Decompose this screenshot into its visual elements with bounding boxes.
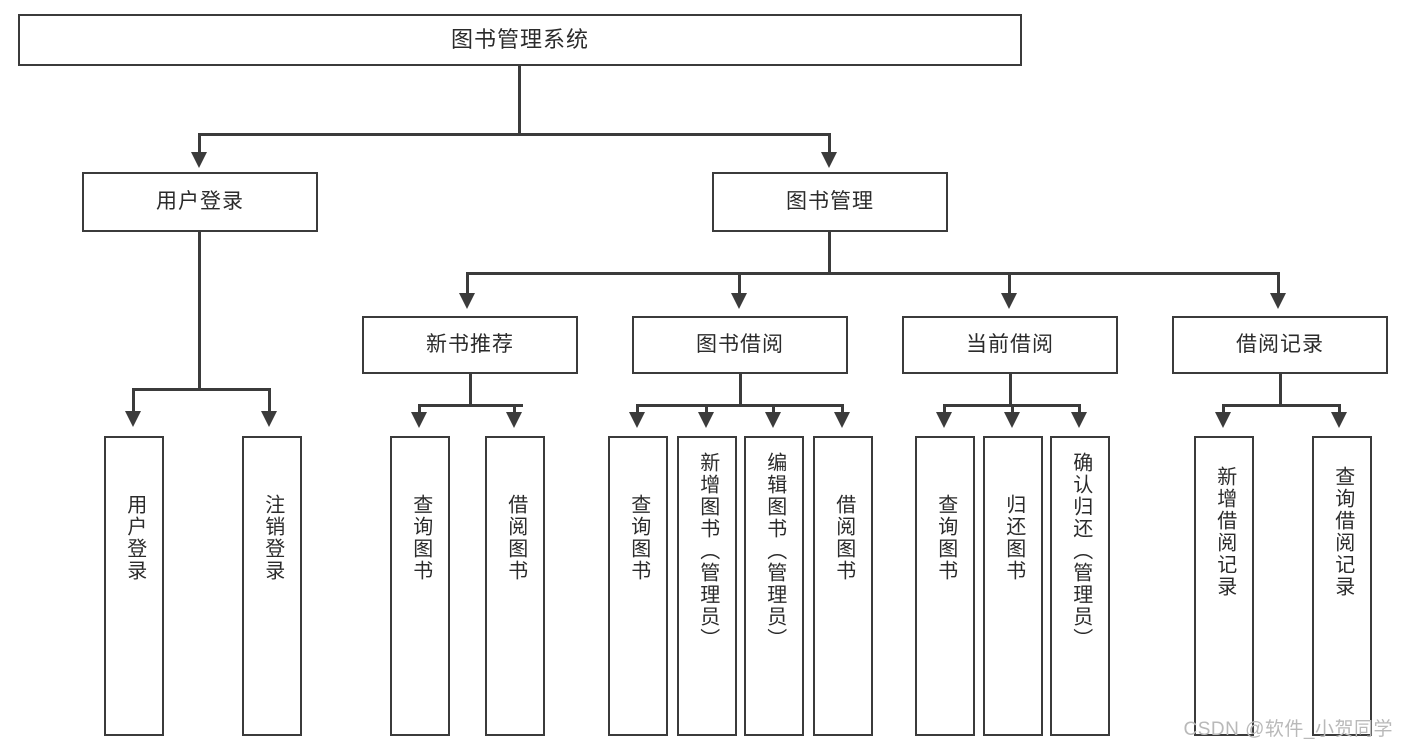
node-borrow-record[interactable]: 借阅记录 bbox=[1172, 316, 1388, 374]
arrow-head-icon bbox=[125, 411, 141, 427]
edge-to-leaf-query-record bbox=[1338, 404, 1341, 414]
node-label: 注销登录 bbox=[261, 494, 284, 582]
edge-borrow-record-stem bbox=[1279, 374, 1282, 406]
edge-to-leaf-confirm-return bbox=[1078, 404, 1081, 414]
edge-borrow-record-bar bbox=[1222, 404, 1341, 407]
node-label: 图书管理系统 bbox=[450, 27, 589, 53]
leaf-borrow-book-1[interactable]: 借阅图书 bbox=[485, 436, 545, 736]
edge-to-leaf-query-book-2 bbox=[636, 404, 639, 414]
node-label: 图书借阅 bbox=[696, 332, 784, 356]
edge-root-bar bbox=[198, 133, 831, 136]
arrow-head-icon bbox=[1215, 412, 1231, 428]
edge-book-borrow-stem bbox=[739, 374, 742, 406]
node-label: 查询图书 bbox=[934, 494, 957, 582]
arrow-head-icon bbox=[261, 411, 277, 427]
leaf-user-login[interactable]: 用户登录 bbox=[104, 436, 164, 736]
arrow-head-icon bbox=[765, 412, 781, 428]
edge-to-leaf-edit-book bbox=[772, 404, 775, 414]
edge-book-manage-stem bbox=[828, 232, 831, 274]
edge-to-leaf-borrow-book-1 bbox=[513, 404, 516, 414]
edge-to-borrow-record bbox=[1277, 272, 1280, 294]
node-label: 用户登录 bbox=[123, 494, 146, 582]
leaf-query-book-2[interactable]: 查询图书 bbox=[608, 436, 668, 736]
arrow-head-icon bbox=[698, 412, 714, 428]
node-label: 借阅记录 bbox=[1236, 332, 1324, 356]
node-label: 查询借阅记录 bbox=[1331, 466, 1354, 598]
node-label: 当前借阅 bbox=[966, 332, 1054, 356]
edge-new-book-rec-bar bbox=[418, 404, 523, 407]
node-label: 新增借阅记录 bbox=[1213, 466, 1236, 598]
node-user-login[interactable]: 用户登录 bbox=[82, 172, 318, 232]
node-current-borrow[interactable]: 当前借阅 bbox=[902, 316, 1118, 374]
node-label: 新增图书（管理员） bbox=[696, 452, 719, 650]
edge-root-to-book-manage bbox=[828, 133, 831, 153]
edge-to-leaf-borrow-book-2 bbox=[841, 404, 844, 414]
node-label: 图书管理 bbox=[786, 189, 874, 213]
leaf-query-book-3[interactable]: 查询图书 bbox=[915, 436, 975, 736]
leaf-borrow-book-2[interactable]: 借阅图书 bbox=[813, 436, 873, 736]
node-label: 查询图书 bbox=[409, 494, 432, 582]
arrow-head-icon bbox=[411, 412, 427, 428]
edge-to-leaf-logout bbox=[268, 388, 271, 412]
node-label: 新书推荐 bbox=[426, 332, 514, 356]
leaf-query-borrow-record[interactable]: 查询借阅记录 bbox=[1312, 436, 1372, 736]
edge-to-leaf-query-book-1 bbox=[418, 404, 421, 414]
arrow-head-icon bbox=[1270, 293, 1286, 309]
edge-to-leaf-add-record bbox=[1222, 404, 1225, 414]
arrow-head-icon bbox=[1331, 412, 1347, 428]
arrow-head-icon bbox=[834, 412, 850, 428]
node-label: 借阅图书 bbox=[832, 494, 855, 582]
edge-user-login-stem bbox=[198, 232, 201, 390]
edge-to-leaf-add-book bbox=[705, 404, 708, 414]
arrow-head-icon bbox=[629, 412, 645, 428]
edge-book-manage-bar bbox=[466, 272, 1280, 275]
arrow-head-icon bbox=[191, 152, 207, 168]
node-label: 归还图书 bbox=[1002, 494, 1025, 582]
node-book-borrow[interactable]: 图书借阅 bbox=[632, 316, 848, 374]
node-label: 查询图书 bbox=[627, 494, 650, 582]
edge-user-login-bar bbox=[132, 388, 271, 391]
edge-to-book-borrow bbox=[738, 272, 741, 294]
arrow-head-icon bbox=[459, 293, 475, 309]
edge-to-leaf-return-book bbox=[1011, 404, 1014, 414]
node-new-book-recommend[interactable]: 新书推荐 bbox=[362, 316, 578, 374]
edge-book-borrow-bar bbox=[636, 404, 844, 407]
node-label: 确认归还（管理员） bbox=[1069, 452, 1092, 650]
node-root-system[interactable]: 图书管理系统 bbox=[18, 14, 1022, 66]
edge-root-to-user-login bbox=[198, 133, 201, 153]
edge-to-leaf-query-book-3 bbox=[943, 404, 946, 414]
leaf-query-book-1[interactable]: 查询图书 bbox=[390, 436, 450, 736]
leaf-logout[interactable]: 注销登录 bbox=[242, 436, 302, 736]
edge-to-new-book-rec bbox=[466, 272, 469, 294]
node-label: 编辑图书（管理员） bbox=[763, 452, 786, 650]
arrow-head-icon bbox=[821, 152, 837, 168]
edge-to-current-borrow bbox=[1008, 272, 1011, 294]
arrow-head-icon bbox=[731, 293, 747, 309]
arrow-head-icon bbox=[506, 412, 522, 428]
edge-to-leaf-user-login bbox=[132, 388, 135, 412]
node-book-manage[interactable]: 图书管理 bbox=[712, 172, 948, 232]
edge-new-book-rec-stem bbox=[469, 374, 472, 406]
arrow-head-icon bbox=[1004, 412, 1020, 428]
node-label: 用户登录 bbox=[156, 189, 244, 213]
arrow-head-icon bbox=[1071, 412, 1087, 428]
arrow-head-icon bbox=[936, 412, 952, 428]
edge-current-borrow-stem bbox=[1009, 374, 1012, 406]
leaf-add-borrow-record[interactable]: 新增借阅记录 bbox=[1194, 436, 1254, 736]
leaf-edit-book-admin[interactable]: 编辑图书（管理员） bbox=[744, 436, 804, 736]
arrow-head-icon bbox=[1001, 293, 1017, 309]
node-label: 借阅图书 bbox=[504, 494, 527, 582]
leaf-return-book[interactable]: 归还图书 bbox=[983, 436, 1043, 736]
leaf-confirm-return-admin[interactable]: 确认归还（管理员） bbox=[1050, 436, 1110, 736]
edge-root-stem bbox=[518, 66, 521, 135]
leaf-add-book-admin[interactable]: 新增图书（管理员） bbox=[677, 436, 737, 736]
